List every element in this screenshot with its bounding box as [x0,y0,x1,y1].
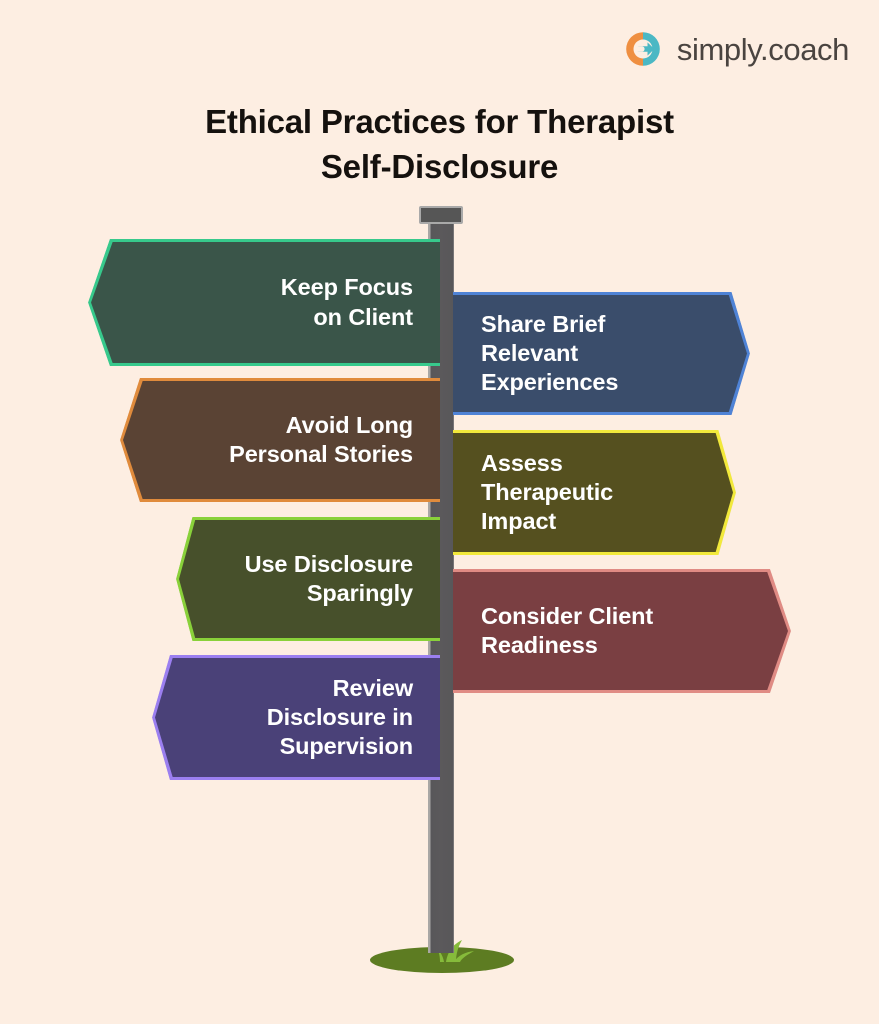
sign-right-2[interactable]: Assess Therapeutic Impact [453,430,736,555]
sign-left-4-label: Review Disclosure in Supervision [266,674,413,760]
sign-left-3-fill [179,520,440,638]
sign-left-4-fill [155,658,440,777]
signpost-cap [419,206,463,224]
sign-left-3-label: Use Disclosure Sparingly [244,550,414,606]
page-title-line-1: Ethical Practices for Therapist [205,103,674,140]
sign-left-2-label: Avoid Long Personal Stories [229,411,413,467]
simply-coach-logo-icon [622,28,664,70]
sign-left-2[interactable]: Avoid Long Personal Stories [120,378,440,502]
sign-right-3-label: Consider Client Readiness [481,602,654,658]
brand-name: simply.coach [676,31,849,67]
sign-right-2-fill [453,433,733,552]
sign-left-1-label: Keep Focus on Client [280,274,413,330]
sign-left-1-fill [91,242,440,363]
sign-right-1-label: Share Brief Relevant Experiences [481,310,619,396]
sign-left-1[interactable]: Keep Focus on Client [88,239,440,366]
page-title-line-2: Self-Disclosure [320,147,559,185]
page-title: Ethical Practices for Therapist Self-Dis… [0,100,879,190]
sign-left-3[interactable]: Use Disclosure Sparingly [176,517,440,641]
sign-right-1[interactable]: Share Brief Relevant Experiences [453,292,750,415]
sign-right-3-fill [453,572,788,690]
brand-logo: simply.coach [622,28,849,70]
sign-left-4[interactable]: Review Disclosure in Supervision [152,655,440,780]
grass-base [370,938,514,974]
sign-right-1-fill [453,295,747,412]
sign-right-2-label: Assess Therapeutic Impact [481,449,614,535]
sign-left-2-fill [123,381,440,499]
sign-right-3[interactable]: Consider Client Readiness [453,569,791,693]
